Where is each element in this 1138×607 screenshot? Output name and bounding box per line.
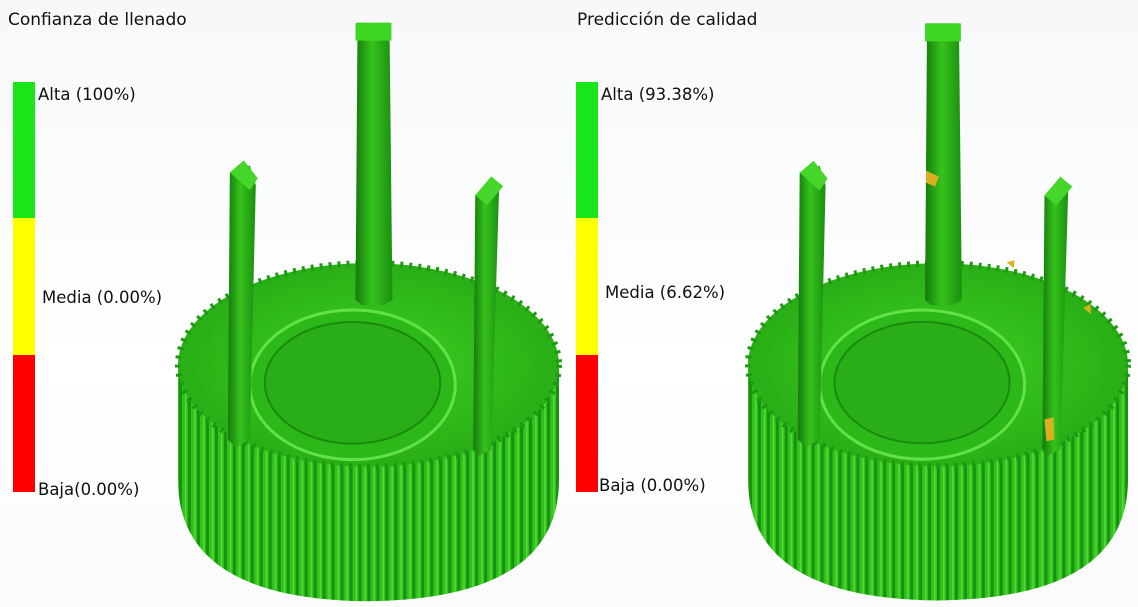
defect-spot — [926, 170, 939, 187]
legend-high-swatch — [576, 82, 598, 218]
gear-part-model-right — [744, 23, 1132, 601]
color-legend-bar — [576, 82, 598, 492]
defect-spot — [1083, 303, 1092, 314]
legend-low-label: Baja(0.00%) — [38, 480, 140, 499]
legend-low-swatch — [576, 355, 598, 492]
legend-low-label: Baja (0.00%) — [599, 476, 706, 495]
legend-high-label: Alta (100%) — [38, 85, 136, 104]
legend-high-swatch — [13, 82, 35, 218]
legend-high-label: Alta (93.38%) — [601, 85, 715, 104]
legend-medium-label: Media (6.62%) — [605, 283, 726, 302]
quality-prediction-panel: Predicción de calidad Alta (93.38%) Medi… — [565, 0, 1138, 607]
legend-low-swatch — [13, 355, 35, 492]
legend-medium-swatch — [13, 218, 35, 355]
color-legend-bar — [13, 82, 35, 492]
gear-part-model-left — [174, 22, 563, 602]
legend-medium-label: Media (0.00%) — [42, 288, 163, 307]
defect-spot — [1006, 260, 1015, 269]
panel-title: Predicción de calidad — [577, 10, 758, 30]
fill-confidence-panel: Confianza de llenado Alta (100%) Media (… — [8, 10, 563, 602]
panel-title: Confianza de llenado — [8, 10, 187, 30]
legend-medium-swatch — [576, 218, 598, 355]
defect-spot — [1044, 417, 1055, 442]
